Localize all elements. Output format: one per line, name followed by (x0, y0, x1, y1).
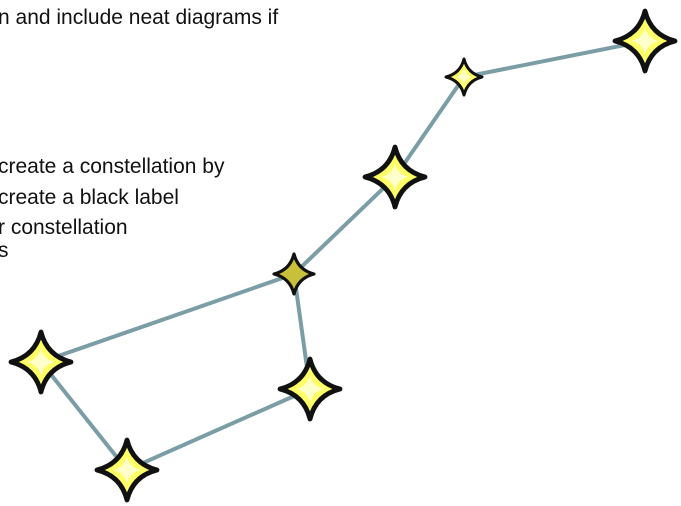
instruction-line-5: s (0, 239, 9, 262)
instruction-line-1: n and include neat diagrams if (0, 6, 279, 29)
star-bowl-right-icon (277, 356, 343, 422)
constellation-stars (8, 8, 678, 503)
instruction-line-2: create a constellation by (0, 155, 225, 178)
star-middle-large-icon (362, 144, 428, 210)
star-far-right-icon (612, 8, 678, 74)
star-junction-dark-icon (272, 252, 316, 296)
star-bowl-bottom-icon (94, 437, 160, 503)
link-star-middle-large-to-star-junction-dark (292, 175, 397, 276)
link-star-bowl-left-to-star-junction-dark (39, 272, 296, 364)
instruction-line-3: create a black label (0, 186, 179, 209)
link-star-upper-small-to-star-middle-large (393, 75, 466, 179)
constellation-links (39, 39, 647, 472)
link-star-far-right-to-star-upper-small (462, 39, 647, 79)
instruction-line-4: r constellation (0, 216, 128, 239)
star-upper-small-icon (444, 57, 484, 97)
link-star-bowl-bottom-to-star-bowl-left (39, 360, 129, 472)
link-star-bowl-right-to-star-bowl-bottom (125, 387, 312, 472)
star-bowl-left-icon (8, 329, 74, 395)
